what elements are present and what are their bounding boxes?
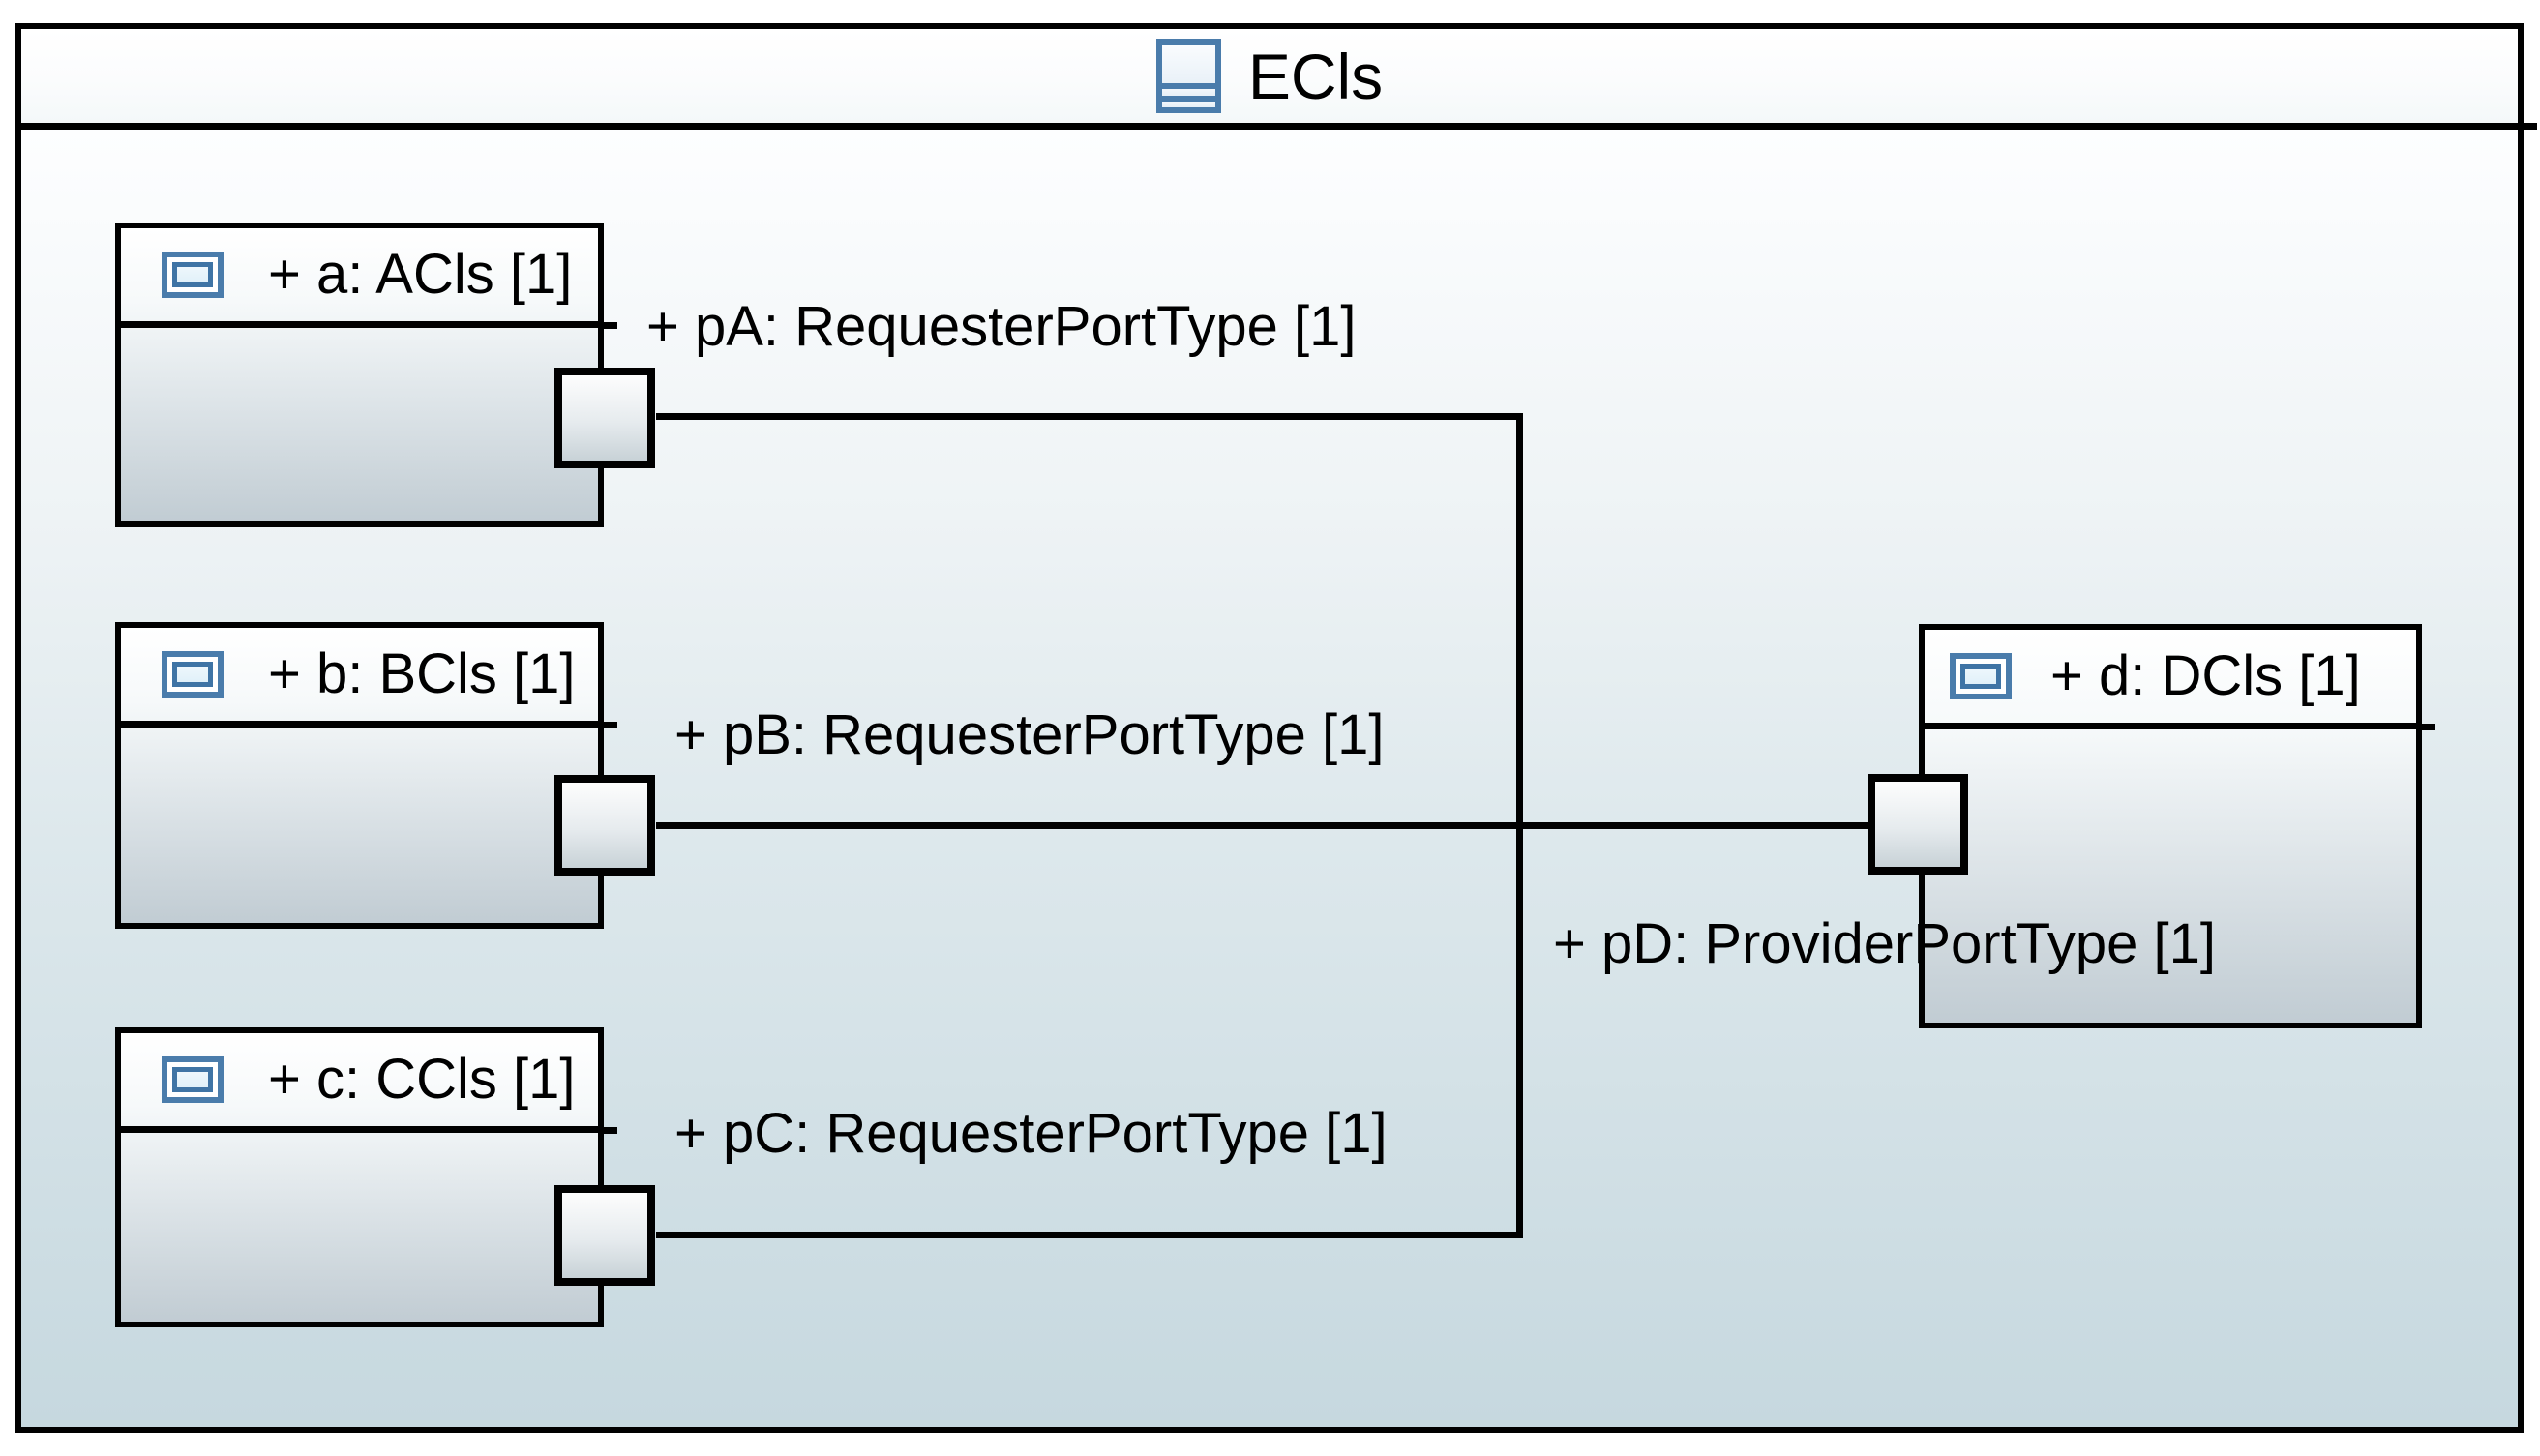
component-b-label: + b: BCls [1]	[268, 642, 576, 705]
port-pc-label[interactable]: + pC: RequesterPortType [1]	[674, 1102, 1388, 1165]
component-b[interactable]: + b: BCls [1]	[115, 622, 604, 929]
port-pb[interactable]	[554, 775, 655, 876]
port-pd-label[interactable]: + pD: ProviderPortType [1]	[1553, 912, 2217, 975]
header-separator-overhang	[2416, 724, 2435, 730]
port-pa[interactable]	[554, 368, 655, 468]
component-c[interactable]: + c: CCls [1]	[115, 1027, 604, 1327]
port-pb-label[interactable]: + pB: RequesterPortType [1]	[674, 703, 1385, 766]
component-c-label: + c: CCls [1]	[268, 1048, 576, 1111]
header-separator-overhang	[2518, 123, 2537, 130]
container-ecls-header: ECls	[21, 29, 2518, 130]
header-separator-overhang	[598, 722, 617, 728]
component-a-body	[121, 328, 598, 521]
component-d-label: + d: DCls [1]	[2050, 644, 2361, 707]
connector-pb-to-pd-horizontal[interactable]	[656, 822, 1868, 829]
part-icon	[1950, 653, 2012, 699]
component-a[interactable]: + a: ACls [1]	[115, 223, 604, 527]
header-separator-overhang	[598, 322, 617, 329]
connector-pa-horizontal[interactable]	[656, 413, 1523, 420]
class-icon	[1155, 39, 1221, 113]
component-d[interactable]: + d: DCls [1]	[1919, 624, 2422, 1028]
component-d-header: + d: DCls [1]	[1925, 630, 2416, 729]
component-b-header: + b: BCls [1]	[121, 628, 598, 728]
port-pa-label[interactable]: + pA: RequesterPortType [1]	[646, 295, 1357, 358]
port-pc[interactable]	[554, 1185, 655, 1286]
component-a-header: + a: ACls [1]	[121, 228, 598, 328]
component-c-header: + c: CCls [1]	[121, 1033, 598, 1133]
component-a-label: + a: ACls [1]	[268, 243, 573, 306]
connector-pc-horizontal[interactable]	[656, 1232, 1523, 1238]
port-pd[interactable]	[1868, 774, 1968, 875]
component-b-body	[121, 728, 598, 923]
container-ecls-title: ECls	[1247, 40, 1384, 112]
part-icon	[162, 1056, 224, 1103]
component-c-body	[121, 1133, 598, 1322]
header-separator-overhang	[598, 1127, 617, 1134]
part-icon	[162, 651, 224, 698]
part-icon	[162, 252, 224, 298]
